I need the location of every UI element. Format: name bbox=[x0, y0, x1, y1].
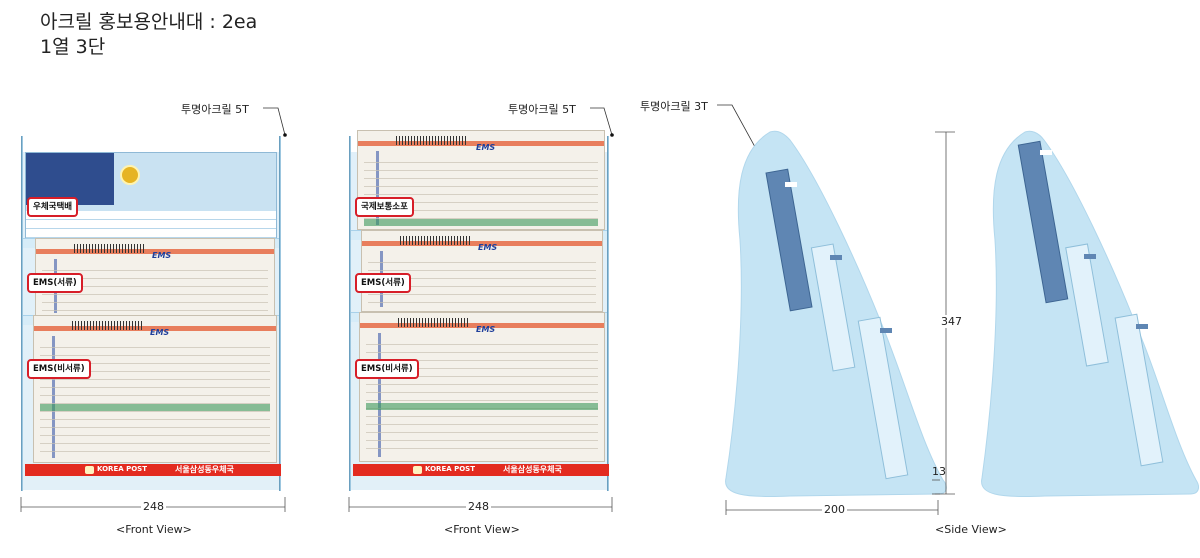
tag-ems-document: EMS(서류) bbox=[27, 273, 83, 293]
side-small-dim: 13 bbox=[932, 465, 946, 478]
right-acrylic-post bbox=[607, 136, 609, 491]
tag-ems-nondocument: EMS(비서류) bbox=[27, 359, 91, 379]
korea-post-icon bbox=[85, 466, 94, 474]
medal-icon bbox=[120, 165, 140, 185]
office-name: 서울삼성동우체국 bbox=[175, 465, 234, 474]
front-width-dim-1: 248 bbox=[141, 500, 166, 513]
left-acrylic-post bbox=[21, 136, 23, 491]
ems-logo: EMS bbox=[476, 143, 496, 152]
korea-post-icon bbox=[413, 466, 422, 474]
side-shelves-2 bbox=[1017, 140, 1164, 467]
brand-text: KOREA POST bbox=[425, 465, 475, 473]
callout-acrylic-5t-1: 투명아크릴 5T bbox=[181, 103, 249, 116]
poster-band bbox=[26, 153, 114, 205]
brand-text: KOREA POST bbox=[97, 465, 147, 473]
left-acrylic-post bbox=[349, 136, 351, 491]
office-name: 서울삼성동우체국 bbox=[503, 465, 562, 474]
callout-leader-1 bbox=[263, 107, 286, 136]
ems-document-form: EMS bbox=[35, 238, 275, 318]
drawing-title: 아크릴 홍보용안내대 : 2ea 1열 3단 bbox=[40, 10, 257, 60]
barcode-icon bbox=[398, 318, 468, 327]
ems-nondocument-form: EMS bbox=[33, 315, 277, 463]
ems-nondocument-form: EMS bbox=[359, 312, 605, 462]
barcode-icon bbox=[396, 136, 466, 145]
title-line-1: 아크릴 홍보용안내대 : 2ea bbox=[40, 11, 258, 33]
callout-acrylic-3t: 투명아크릴 3T bbox=[640, 100, 708, 113]
tag-international-parcel: 국제보통소포 bbox=[355, 197, 414, 217]
korea-post-strip: KOREA POST 서울삼성동우체국 bbox=[353, 464, 609, 476]
tag-ems-nondocument: EMS(비서류) bbox=[355, 359, 419, 379]
ems-logo: EMS bbox=[152, 251, 172, 260]
front-view-label-1: <Front View> bbox=[116, 523, 192, 536]
callout-dot-2 bbox=[610, 133, 614, 137]
front-width-dim-2: 248 bbox=[466, 500, 491, 513]
korea-post-strip: KOREA POST 서울삼성동우체국 bbox=[25, 464, 281, 476]
barcode-icon bbox=[74, 244, 144, 253]
tag-ems-document: EMS(서류) bbox=[355, 273, 411, 293]
title-line-2: 1열 3단 bbox=[40, 36, 106, 58]
front-view-1: EMS EMS KOREA POST 서울삼성동우체국 우체국택배 EMS(서류… bbox=[15, 130, 285, 500]
callout-acrylic-5t-2: 투명아크릴 5T bbox=[508, 103, 576, 116]
ems-logo: EMS bbox=[476, 325, 496, 334]
side-shelves-1 bbox=[765, 168, 909, 480]
ems-logo: EMS bbox=[150, 328, 170, 337]
barcode-icon bbox=[400, 236, 470, 245]
front-view-label-2: <Front View> bbox=[444, 523, 520, 536]
international-parcel-form: EMS bbox=[357, 130, 605, 230]
tag-domestic-parcel: 우체국택배 bbox=[27, 197, 79, 217]
side-height-dim: 347 bbox=[940, 315, 963, 328]
side-view-label: <Side View> bbox=[935, 523, 1007, 536]
callout-leader-2 bbox=[590, 107, 613, 136]
callout-dot-1 bbox=[283, 133, 287, 137]
front-view-2: EMS EMS EMS KOREA POST 서울삼성동우체국 국제보통소포 E… bbox=[343, 130, 613, 500]
ems-document-form: EMS bbox=[361, 230, 603, 312]
barcode-icon bbox=[72, 321, 142, 330]
side-depth-dim: 200 bbox=[822, 503, 847, 516]
ems-logo: EMS bbox=[478, 243, 498, 252]
right-acrylic-post bbox=[279, 136, 281, 491]
